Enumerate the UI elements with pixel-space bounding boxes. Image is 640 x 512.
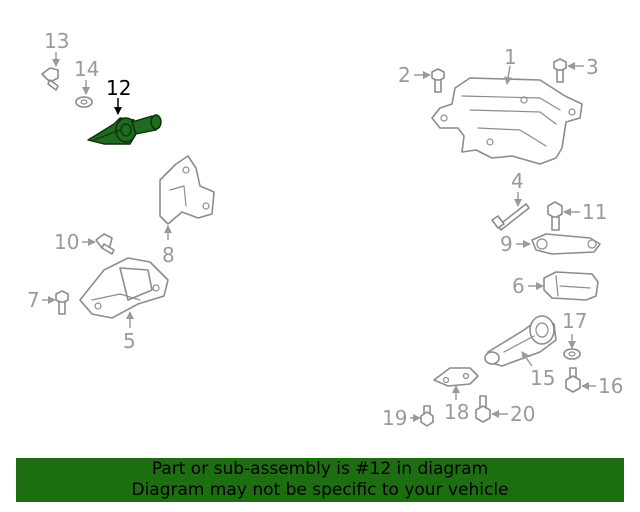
part-15-mount[interactable] [484, 315, 557, 367]
callout-6: 6 [512, 274, 525, 298]
callout-5: 5 [123, 329, 136, 353]
callout-4: 4 [511, 169, 524, 193]
part-6-mount[interactable] [543, 271, 599, 301]
callout-19: 19 [382, 406, 407, 430]
part-20-bolt[interactable] [475, 395, 491, 423]
part-13-bolt[interactable] [41, 67, 59, 91]
part-17-washer[interactable] [563, 348, 581, 360]
banner-line-part: Part or sub-assembly is #12 in diagram [151, 459, 489, 479]
part-14-washer[interactable] [75, 96, 93, 108]
callout-1: 1 [504, 45, 517, 69]
part-16-bolt[interactable] [565, 367, 581, 393]
part-8-bracket[interactable] [159, 155, 215, 225]
part-5-mount[interactable] [79, 257, 169, 319]
leader-lines [42, 52, 596, 422]
part-12-torque-rod[interactable] [87, 114, 162, 145]
part-10-bolt[interactable] [95, 233, 115, 255]
callout-7: 7 [27, 288, 40, 312]
callout-20: 20 [510, 402, 535, 426]
callout-13: 13 [44, 29, 69, 53]
callout-8: 8 [162, 243, 175, 267]
callout-10: 10 [54, 230, 79, 254]
part-18-bracket[interactable] [433, 367, 479, 387]
callout-labels: 1 2 3 4 5 6 7 8 9 10 11 12 13 14 15 16 1… [27, 29, 623, 430]
part-9-link[interactable] [531, 233, 601, 255]
callout-9: 9 [500, 232, 513, 256]
info-banner: Part or sub-assembly is #12 in diagram D… [16, 458, 624, 502]
part-11-bolt[interactable] [547, 201, 563, 231]
callout-12: 12 [106, 76, 131, 100]
parts-diagram: 1 2 3 4 5 6 7 8 9 10 11 12 13 14 15 16 1… [27, 29, 623, 430]
part-3-bolt[interactable] [553, 58, 567, 83]
callout-3: 3 [586, 55, 599, 79]
part-2-bolt[interactable] [431, 68, 445, 93]
part-19-bolt[interactable] [420, 405, 434, 427]
part-1-bracket[interactable] [431, 77, 583, 165]
callout-16: 16 [598, 374, 623, 398]
callout-17: 17 [562, 309, 587, 333]
callout-14: 14 [74, 57, 99, 81]
banner-line-disclaimer: Diagram may not be specific to your vehi… [131, 480, 509, 500]
callout-11: 11 [582, 200, 607, 224]
callout-18: 18 [444, 400, 469, 424]
callout-15: 15 [530, 366, 555, 390]
part-4-long-bolt[interactable] [491, 203, 530, 231]
part-7-bolt[interactable] [55, 290, 69, 315]
callout-2: 2 [398, 63, 411, 87]
